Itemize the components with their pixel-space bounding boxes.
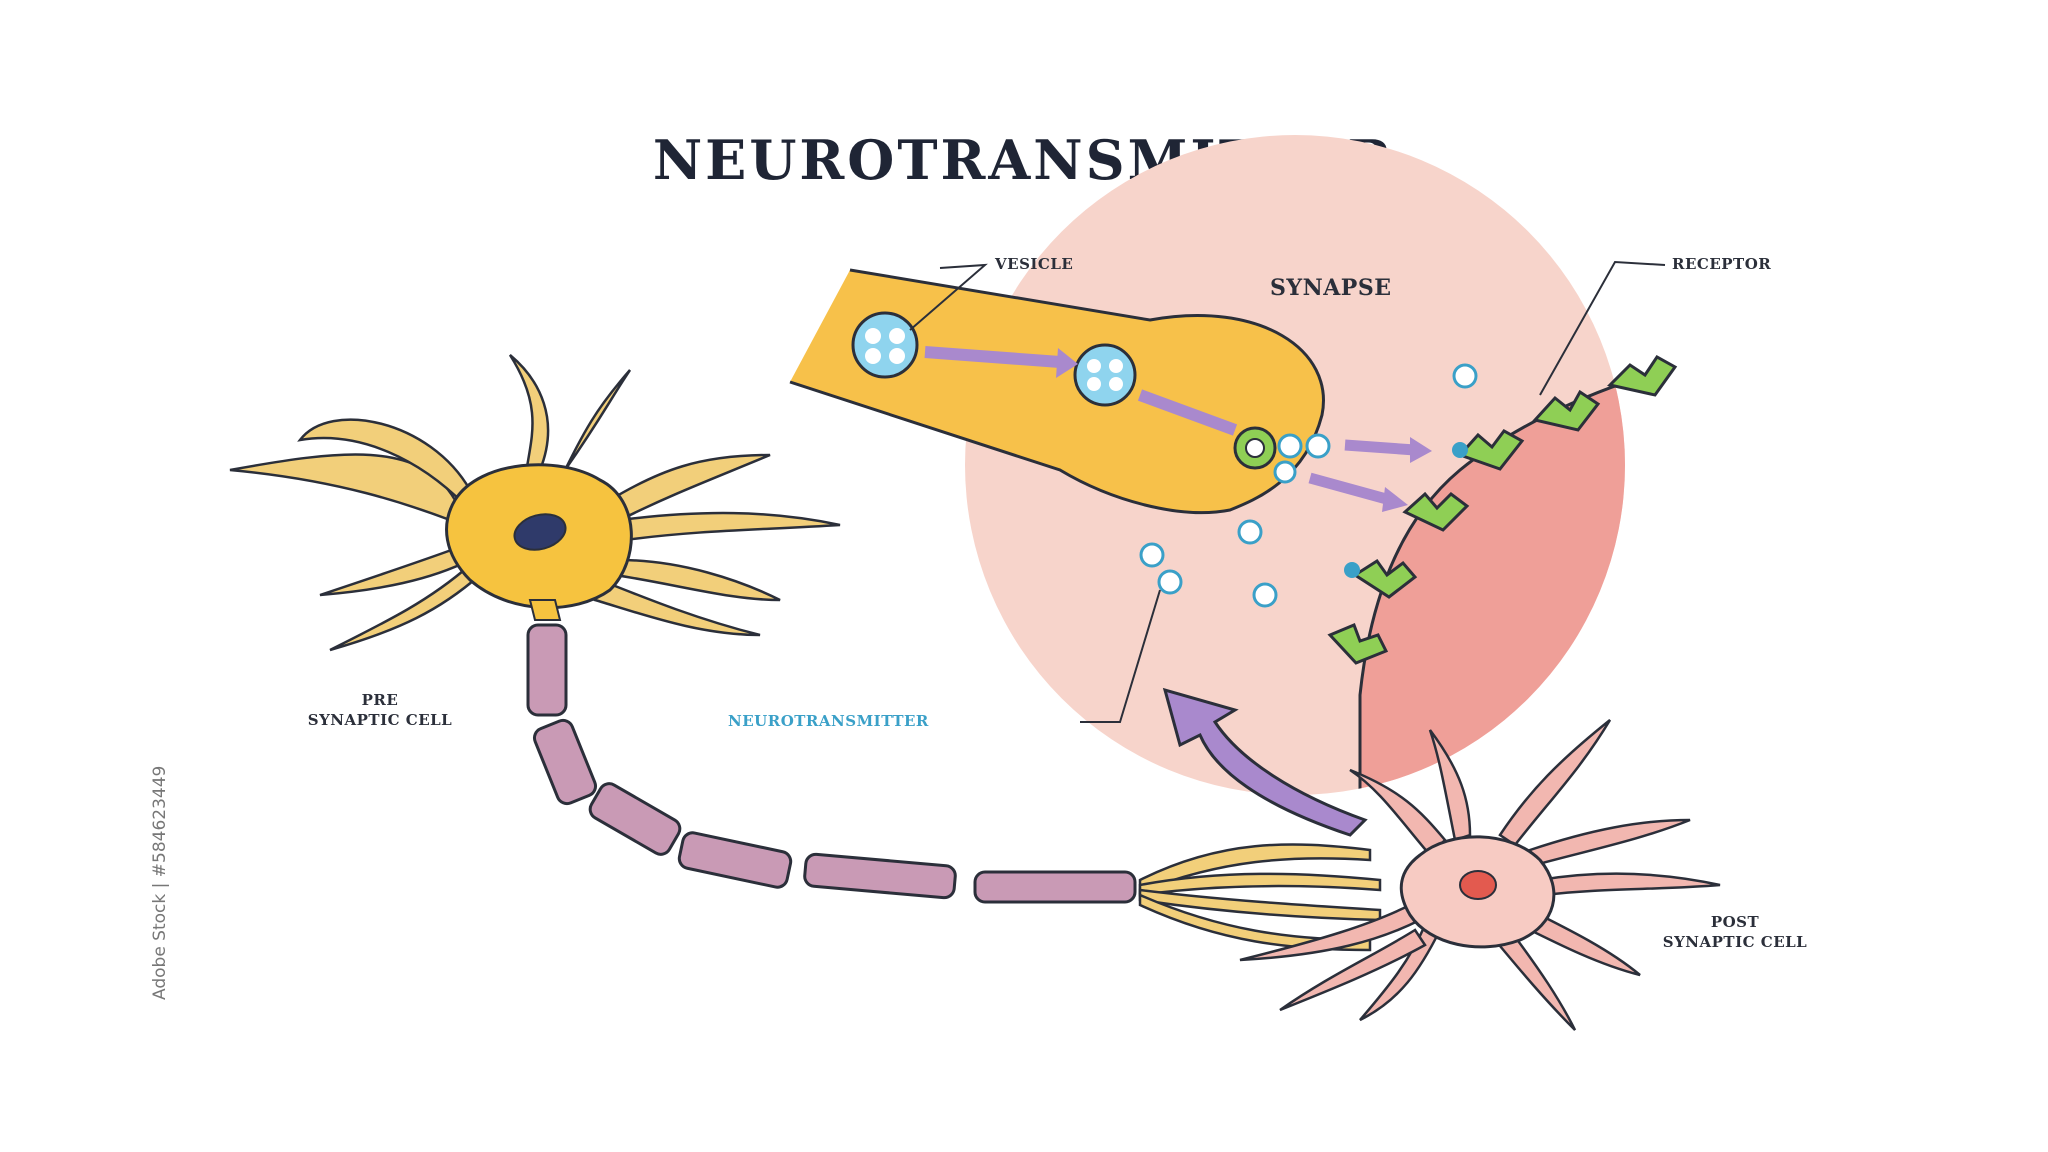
label-neurotransmitter: NEUROTRANSMITTER <box>728 712 929 730</box>
vesicle-icon <box>851 311 919 379</box>
bound-neurotransmitters <box>1344 442 1468 578</box>
receptor-proteins <box>1327 355 1678 665</box>
watermark: Adobe Stock | #584623449 <box>150 765 170 1000</box>
vesicle-icon <box>1233 426 1277 470</box>
label-pre-synaptic-cell: PRE SYNAPTIC CELL <box>250 690 510 730</box>
nucleus <box>513 513 567 551</box>
label-receptor: RECEPTOR <box>1672 255 1772 273</box>
post-synaptic-neuron <box>1239 719 1721 1031</box>
label-post-synaptic-cell: POST SYNAPTIC CELL <box>1605 912 1865 952</box>
axon <box>526 623 1137 904</box>
synapse-zoom-circle <box>789 135 1678 795</box>
label-vesicle: VESICLE <box>995 255 1074 273</box>
label-pre-line1: PRE <box>361 691 399 709</box>
label-pre-line2: SYNAPTIC CELL <box>307 711 453 729</box>
vesicle-icon <box>1073 343 1137 407</box>
label-post-line1: POST <box>1710 913 1760 931</box>
curved-arrow-icon <box>1162 687 1368 837</box>
nucleus <box>1459 870 1497 900</box>
label-synapse: SYNAPSE <box>1270 275 1392 301</box>
leader-lines <box>909 260 1666 723</box>
pre-synaptic-neuron <box>229 354 841 652</box>
label-post-line2: SYNAPTIC CELL <box>1662 933 1808 951</box>
neurotransmitter-molecules <box>1139 363 1478 608</box>
